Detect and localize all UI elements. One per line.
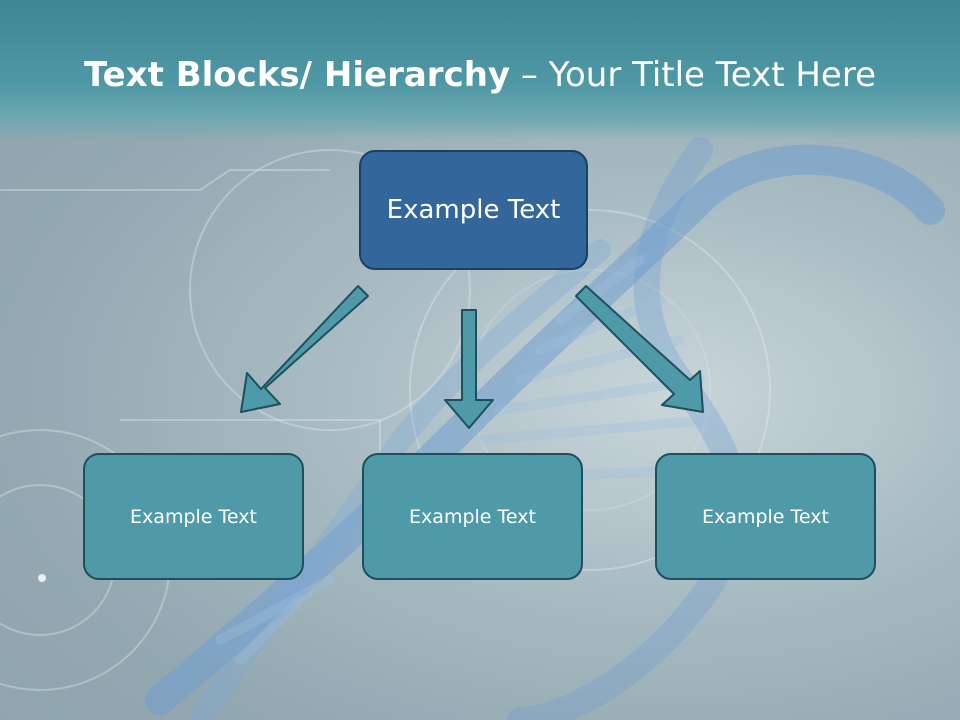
child-box-label: Example Text xyxy=(130,505,257,528)
arrow-right xyxy=(575,285,704,413)
top-box-label: Example Text xyxy=(386,195,561,225)
child-box-2: Example Text xyxy=(362,453,583,580)
child-box-label: Example Text xyxy=(702,505,829,528)
title-bar xyxy=(0,0,960,140)
title-bold-part: Text Blocks/ Hierarchy xyxy=(83,55,511,95)
slide-title: Text Blocks/ Hierarchy – Your Title Text… xyxy=(0,52,960,98)
child-box-3: Example Text xyxy=(655,453,876,580)
child-box-label: Example Text xyxy=(409,505,536,528)
arrow-left xyxy=(240,285,369,413)
child-box-1: Example Text xyxy=(83,453,304,580)
arrow-center xyxy=(444,309,494,429)
top-box: Example Text xyxy=(359,150,588,270)
title-rest-part: – Your Title Text Here xyxy=(510,55,876,95)
